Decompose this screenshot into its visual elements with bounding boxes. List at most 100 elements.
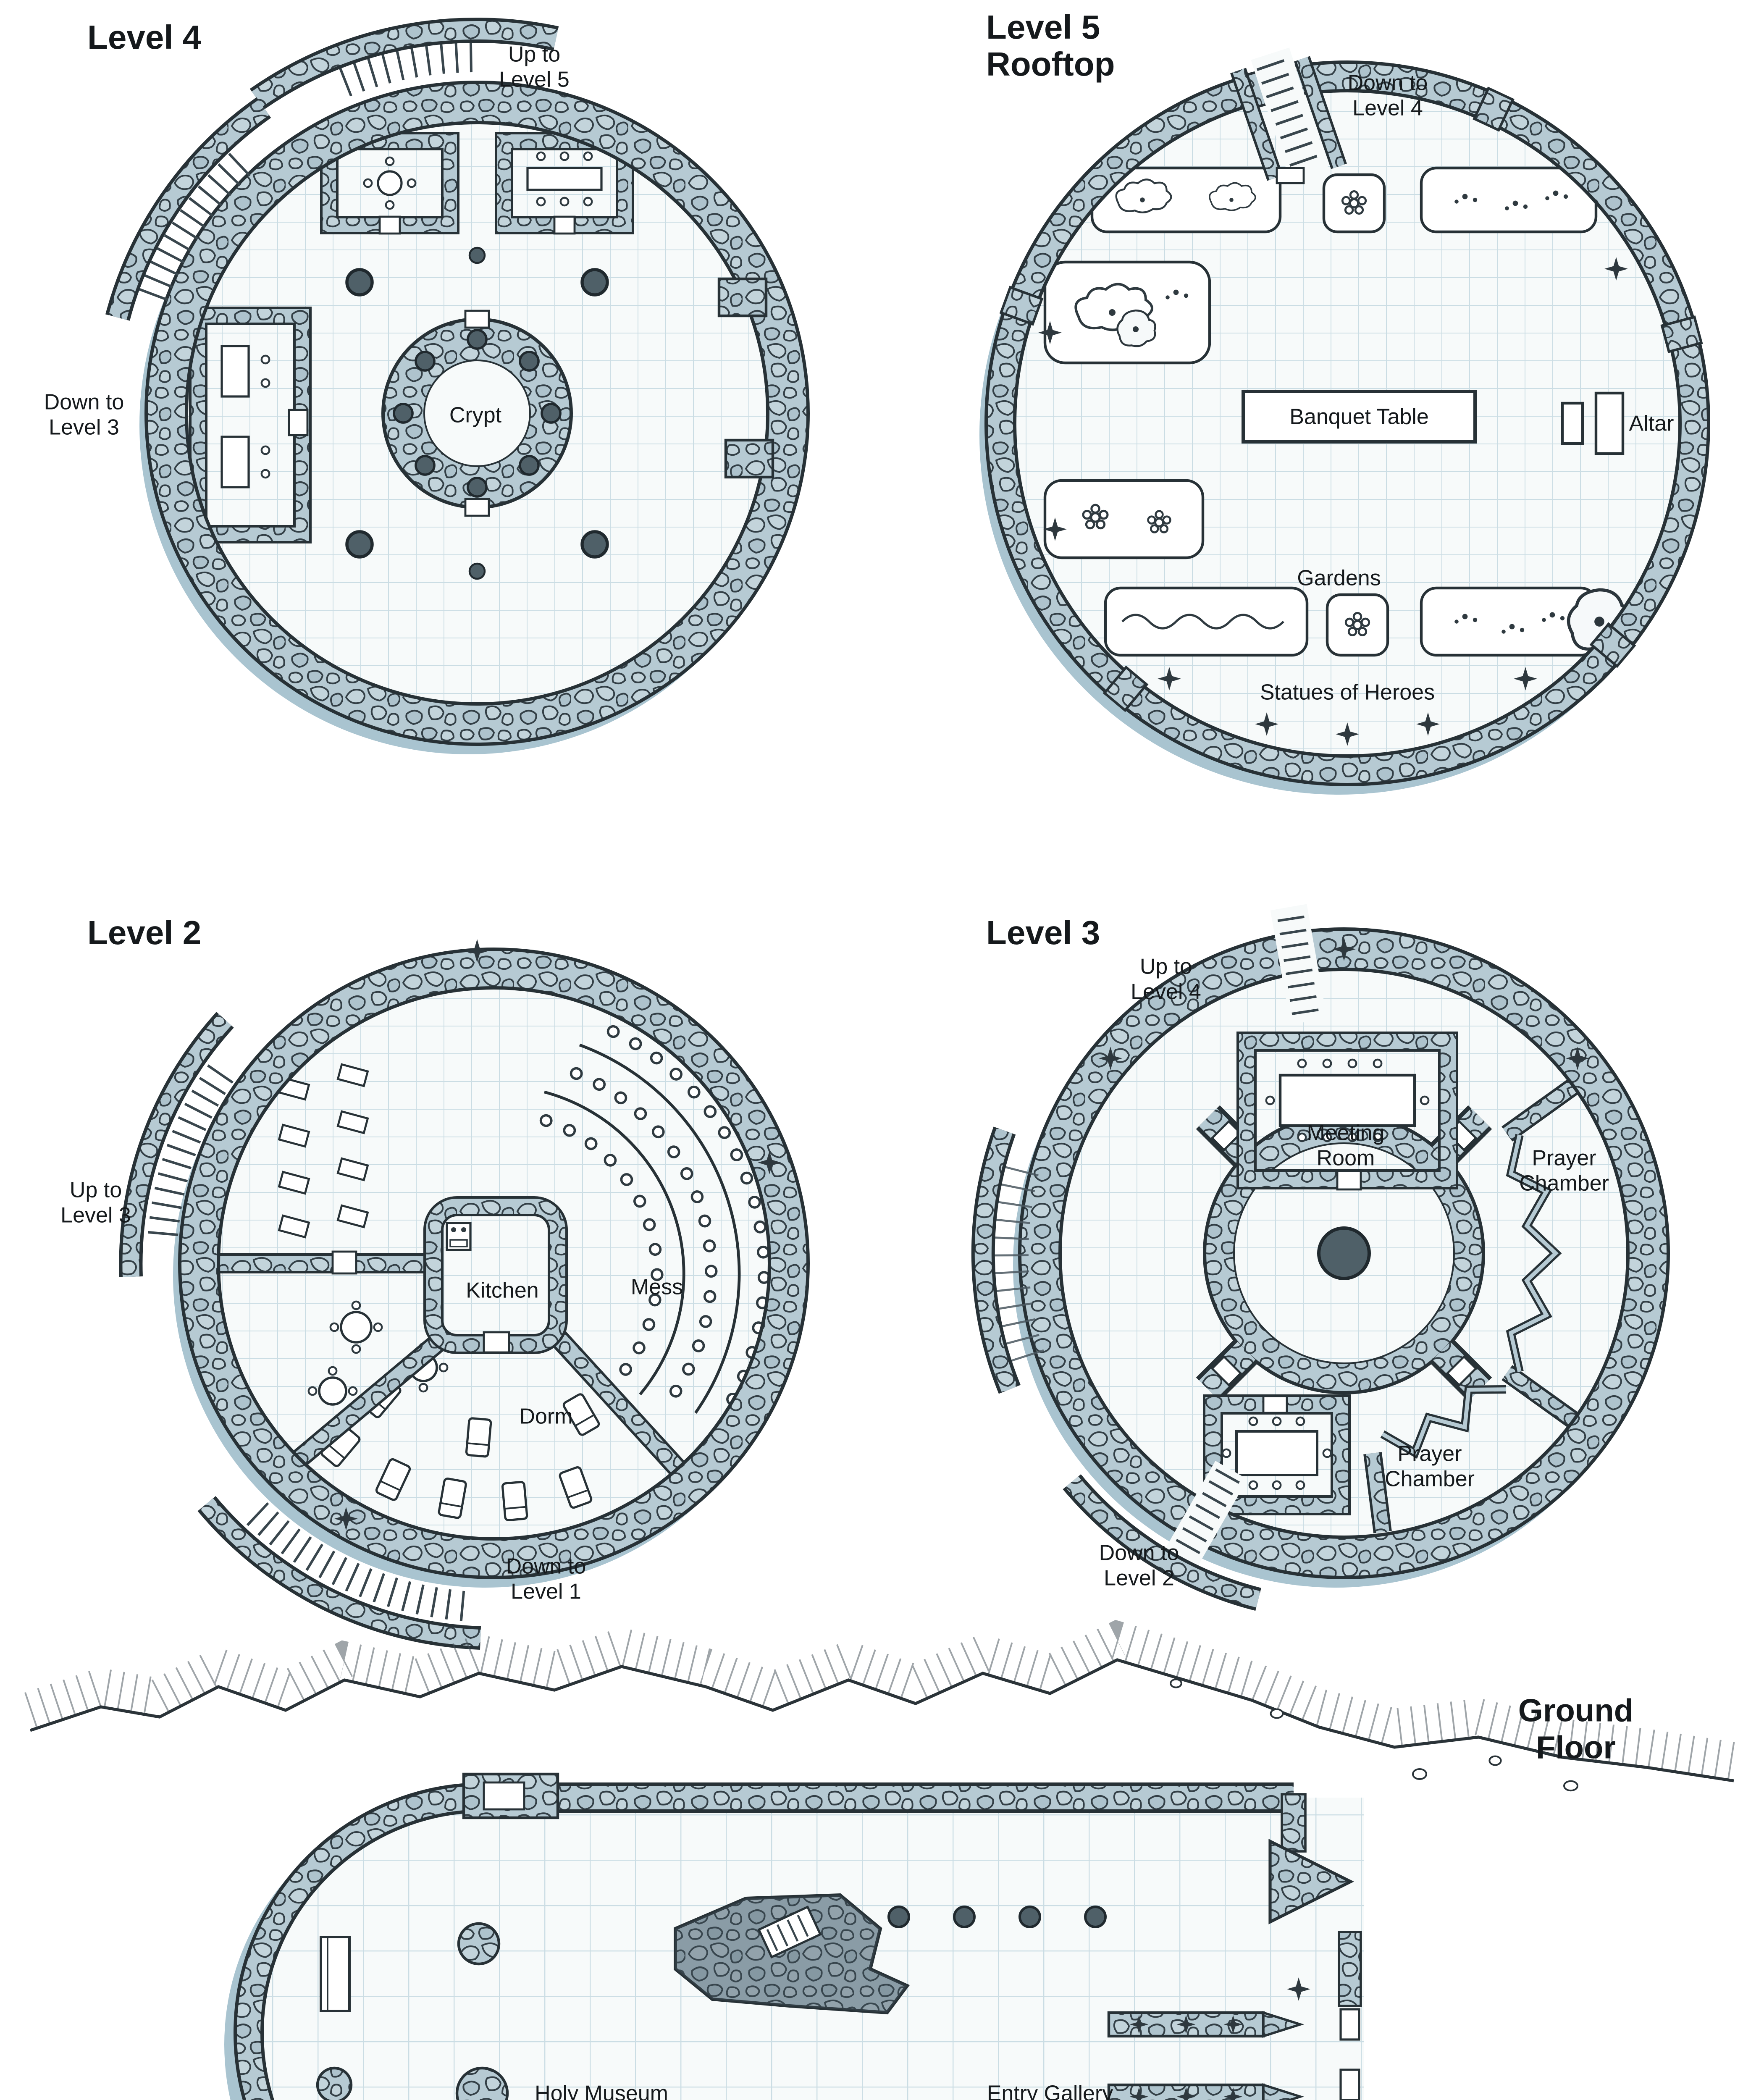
alcove: [483, 1781, 525, 1811]
garden-bed: [1104, 586, 1309, 657]
ground-floor-map: [24, 1620, 1737, 2100]
garden-beds: [1043, 166, 1598, 657]
altar-label: Altar: [1629, 410, 1674, 436]
level2-map: [119, 939, 810, 1650]
pillar-icon: [470, 564, 485, 579]
level5-map: [979, 47, 1710, 795]
table: [220, 436, 250, 488]
chair-row: [539, 1025, 771, 1406]
mess-label: Mess: [630, 1274, 683, 1299]
level5-stairs-down-label: Down to Level 4: [1347, 70, 1428, 121]
stairs-down-to-level2: [1063, 1461, 1261, 1611]
holy-museum-exhibits: [316, 1922, 509, 2100]
garden-plants: [1076, 179, 1632, 650]
prayer-chamber-east: [1502, 1079, 1578, 1427]
level2-title: Level 2: [87, 916, 202, 953]
curved-table: [544, 1090, 685, 1396]
level5-ring-wall: [984, 60, 1710, 786]
cliff-hatch: [24, 1620, 1737, 1779]
stairs-up-to-level3: [119, 1012, 234, 1277]
door-icon: [1210, 1120, 1242, 1152]
pedestal: [455, 2066, 509, 2100]
door-icon: [331, 1250, 357, 1275]
statues-label: Statues of Heroes: [1260, 679, 1435, 705]
pillar-icon: [347, 532, 372, 557]
garden-bed: [1326, 593, 1389, 657]
level2-ring-wall: [178, 948, 810, 1579]
hedge-scribble: [1121, 614, 1284, 630]
level4-top-rooms: [320, 132, 634, 235]
pedestal: [316, 2066, 353, 2100]
level4-map: [105, 17, 810, 754]
level2-stairs-up-label: Up to Level 3: [60, 1177, 131, 1228]
round-table: [377, 170, 403, 196]
level4-stairs-up-label: Up to Level 5: [499, 41, 570, 92]
door-icon: [1336, 1170, 1362, 1191]
table: [526, 167, 603, 191]
table: [1235, 1430, 1318, 1476]
central-rotunda: [1203, 1112, 1485, 1394]
kitchen-label: Kitchen: [466, 1277, 539, 1303]
level4-west-chamber: [189, 307, 312, 543]
kitchen-room: [423, 1196, 568, 1354]
meeting-table: [1278, 1074, 1416, 1127]
stairs-down-to-level4: [1230, 47, 1347, 184]
entry-gallery-label: Entry Gallery: [987, 2080, 1113, 2100]
door-icon: [1339, 2068, 1360, 2100]
prayer-chamber-east-label: Prayer Chamber: [1519, 1145, 1609, 1196]
door-icon: [1446, 1355, 1478, 1387]
crypt-ring: [381, 310, 573, 517]
level5-title: Level 5 Rooftop: [986, 10, 1115, 85]
gardens-label: Gardens: [1297, 565, 1381, 591]
prayer-chamber-south: [1363, 1385, 1507, 1533]
level2-stairs-down-label: Down to Level 1: [506, 1553, 586, 1604]
garden-bed: [1322, 173, 1386, 234]
level3-title: Level 3: [986, 916, 1100, 953]
pillar-icon: [470, 248, 485, 263]
crypt-label: Crypt: [449, 402, 502, 428]
meeting-room: [1236, 1032, 1458, 1191]
ground-floor-title: Ground Floor: [1518, 1694, 1634, 1767]
dorm-label: Dorm: [519, 1403, 573, 1429]
meeting-room-label: Meeting Room: [1307, 1120, 1385, 1171]
rocks: [1170, 1678, 1578, 1792]
entry-spike: [1268, 1839, 1354, 1924]
door-icon: [1210, 1355, 1242, 1387]
level2-interior-walls: [217, 1250, 690, 1480]
entry-spike: [1262, 2011, 1305, 2038]
level4-ring-wall: [144, 81, 810, 746]
door-icon: [483, 1331, 510, 1354]
stairs-down-to-level1: [197, 1496, 481, 1650]
stairs-up-to-level4: [1270, 904, 1327, 1025]
pillar-icon: [347, 270, 372, 295]
level3-map: [971, 904, 1670, 1611]
door-icon: [553, 215, 576, 235]
garden-bed: [1043, 479, 1205, 559]
level4-title: Level 4: [87, 20, 202, 57]
table: [220, 345, 250, 398]
door-icon: [288, 409, 309, 436]
wall-chunk: [717, 277, 768, 318]
level3-stairs-up-label: Up to Level 4: [1131, 953, 1201, 1005]
ground-building-wall: [234, 1782, 1294, 2100]
stairs-down-to-level3: [105, 97, 271, 321]
raised-platforms: [674, 1893, 910, 2015]
door-icon: [1262, 1395, 1288, 1414]
wall-chunk: [724, 438, 774, 479]
door-icon: [1339, 2008, 1360, 2041]
prayer-chamber-south-label: Prayer Chamber: [1385, 1441, 1475, 1492]
corridors: [1196, 1105, 1492, 1402]
entry-wall: [1338, 1931, 1362, 2007]
west-terrace: [971, 1126, 1044, 1394]
altar-structure: [1561, 391, 1625, 455]
cliff-edge: [29, 1658, 1734, 1782]
display-case: [320, 1936, 351, 2012]
pillar-icon: [582, 532, 607, 557]
door-icon: [464, 310, 490, 329]
door-icon: [1276, 167, 1305, 184]
level4-stairs-down-label: Down to Level 3: [44, 389, 124, 440]
cliff-edges: [24, 1620, 1737, 1792]
level3-stairs-down-label: Down to Level 2: [1099, 1540, 1179, 1591]
mess-hall: [539, 1025, 771, 1414]
